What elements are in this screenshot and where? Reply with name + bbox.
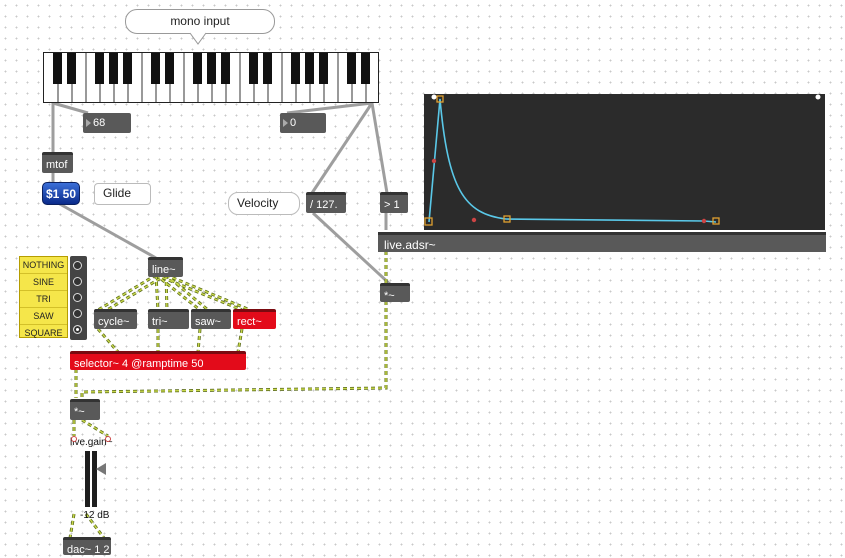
tri-tilde-object[interactable]: tri~ [148,309,189,329]
radio-option-3[interactable] [73,309,82,318]
radio-option-4[interactable] [73,325,82,334]
gain-meter-left [85,451,90,507]
radio-option-1[interactable] [73,277,82,286]
bubble-tail [190,32,207,45]
adsr-envelope-display[interactable] [424,94,825,230]
radio-option-2[interactable] [73,293,82,302]
gain-slider-handle[interactable] [96,463,106,475]
glide-message-box[interactable]: $1 50 [42,182,80,205]
velocity-comment: Velocity [228,192,300,215]
envelope-multiply-object[interactable]: *~ [380,283,410,302]
gain-meter-right [92,451,97,507]
radio-option-0[interactable] [73,261,82,270]
mono-input-comment: mono input [125,9,275,34]
saw-tilde-object[interactable]: saw~ [191,309,231,329]
menu-item-sine[interactable]: SINE [20,274,67,291]
greater-than-object[interactable]: > 1 [380,192,408,213]
line-tilde-object[interactable]: line~ [148,257,183,277]
waveform-radio-group[interactable] [70,256,87,340]
menu-item-nothing[interactable]: NOTHING [20,257,67,274]
cycle-tilde-object[interactable]: cycle~ [94,309,137,329]
glide-label: Glide [103,186,132,200]
dac-object[interactable]: dac~ 1 2 [63,537,111,556]
menu-item-tri[interactable]: TRI [20,291,67,308]
gain-value-readout: -12 dB [80,510,110,521]
piano-keys[interactable] [44,53,378,102]
live-gain-label: live.gain~ [70,437,113,448]
menu-item-square[interactable]: SQUARE [24,328,63,338]
multiply-signal-object[interactable]: *~ [70,399,100,420]
mtof-object[interactable]: mtof [42,152,73,173]
live-adsr-object[interactable]: live.adsr~ [378,232,826,252]
adsr-envelope-graph[interactable] [424,94,825,230]
selector-object[interactable]: selector~ 4 @ramptime 50 [70,351,246,370]
glide-comment: Glide [94,183,151,205]
menu-item-saw[interactable]: SAW [20,308,67,325]
velocity-label: Velocity [237,196,279,210]
rect-tilde-object[interactable]: rect~ [233,309,276,329]
kslider-keyboard[interactable] [43,52,379,103]
waveform-menu[interactable]: NOTHING SINE TRI SAW SQUARE [19,256,68,338]
divide-127-object[interactable]: / 127. [306,192,346,213]
note-number-box[interactable]: 68 [83,113,131,133]
velocity-number-box[interactable]: 0 [280,113,326,133]
gain-inlets [71,436,111,442]
